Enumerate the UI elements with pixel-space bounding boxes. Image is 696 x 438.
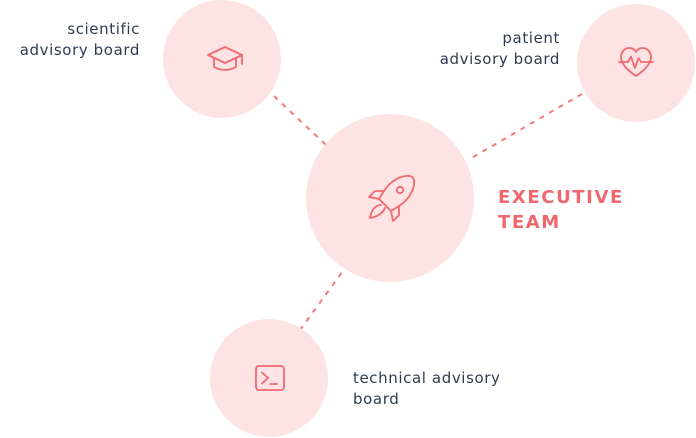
label-line: advisory board <box>439 50 560 68</box>
executive-team-node[interactable] <box>306 114 474 282</box>
label-line: EXECUTIVE <box>498 187 624 208</box>
heartbeat-icon <box>618 47 654 77</box>
connector-executive-technical <box>299 263 349 331</box>
graduation-cap-icon <box>207 46 243 71</box>
label-line: patient <box>502 29 560 47</box>
patient-advisory-board-label: patient advisory board <box>440 28 560 70</box>
technical-advisory-board-label: technical advisory board <box>353 368 501 410</box>
scientific-advisory-board-label: scientific advisory board <box>20 19 140 61</box>
connector-patient-executive <box>467 93 583 161</box>
label-line: technical advisory <box>353 369 501 387</box>
technical-board-node[interactable] <box>210 319 328 437</box>
label-line: board <box>353 390 400 408</box>
label-line: advisory board <box>19 41 140 59</box>
rocket-icon <box>368 175 415 222</box>
terminal-icon <box>255 365 285 391</box>
scientific-board-node[interactable] <box>163 0 281 118</box>
connector-scientific-executive <box>273 95 327 146</box>
label-line: TEAM <box>498 212 561 233</box>
label-line: scientific <box>67 20 140 38</box>
executive-team-label: EXECUTIVE TEAM <box>498 185 624 235</box>
